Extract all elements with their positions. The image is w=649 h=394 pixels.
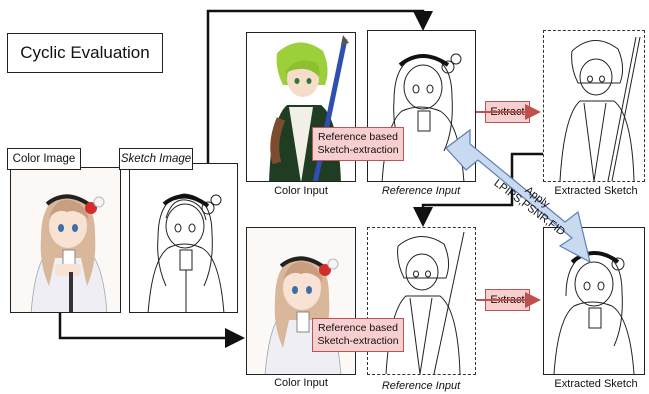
reference-knight-sketch-illustration (368, 228, 475, 374)
bottom-extracted-sketch-label: Extracted Sketch (554, 378, 638, 390)
anime-girl-color-illustration (11, 168, 120, 312)
bottom-color-input-label: Color Input (274, 377, 328, 389)
top-method-line1: Reference based (318, 131, 398, 143)
top-extracted-sketch-label: Extracted Sketch (554, 185, 638, 197)
diagram-title: Cyclic Evaluation (7, 33, 163, 73)
top-method-line2: Sketch-extraction (317, 144, 399, 156)
color-image-tag: Color Image (7, 148, 81, 170)
bottom-extract-box: Extract (485, 289, 530, 311)
bottom-reference-input-label: Reference Input (381, 380, 461, 392)
top-color-input-label: Color Input (274, 185, 328, 197)
bottom-color-input-panel (246, 227, 356, 375)
anime-girl-sketch-illustration (130, 164, 237, 312)
top-extract-box: Extract (485, 101, 530, 123)
extracted-knight-sketch-illustration (544, 31, 644, 181)
bottom-anime-girl-color-illustration (247, 228, 355, 374)
sketch-image-tag: Sketch Image (119, 148, 193, 170)
extracted-girl-sketch-illustration (544, 228, 644, 374)
bottom-method-line1: Reference based (318, 322, 398, 334)
sketch-image-panel (129, 163, 238, 313)
color-to-bottom-input-arrow (58, 313, 245, 348)
top-reference-input-label: Reference Input (381, 185, 461, 197)
bottom-reference-input-panel (367, 227, 476, 375)
bottom-extracted-sketch-panel (543, 227, 645, 375)
bottom-method-line2: Sketch-extraction (317, 335, 399, 347)
top-extracted-sketch-panel (543, 30, 645, 182)
color-image-panel (10, 167, 121, 313)
